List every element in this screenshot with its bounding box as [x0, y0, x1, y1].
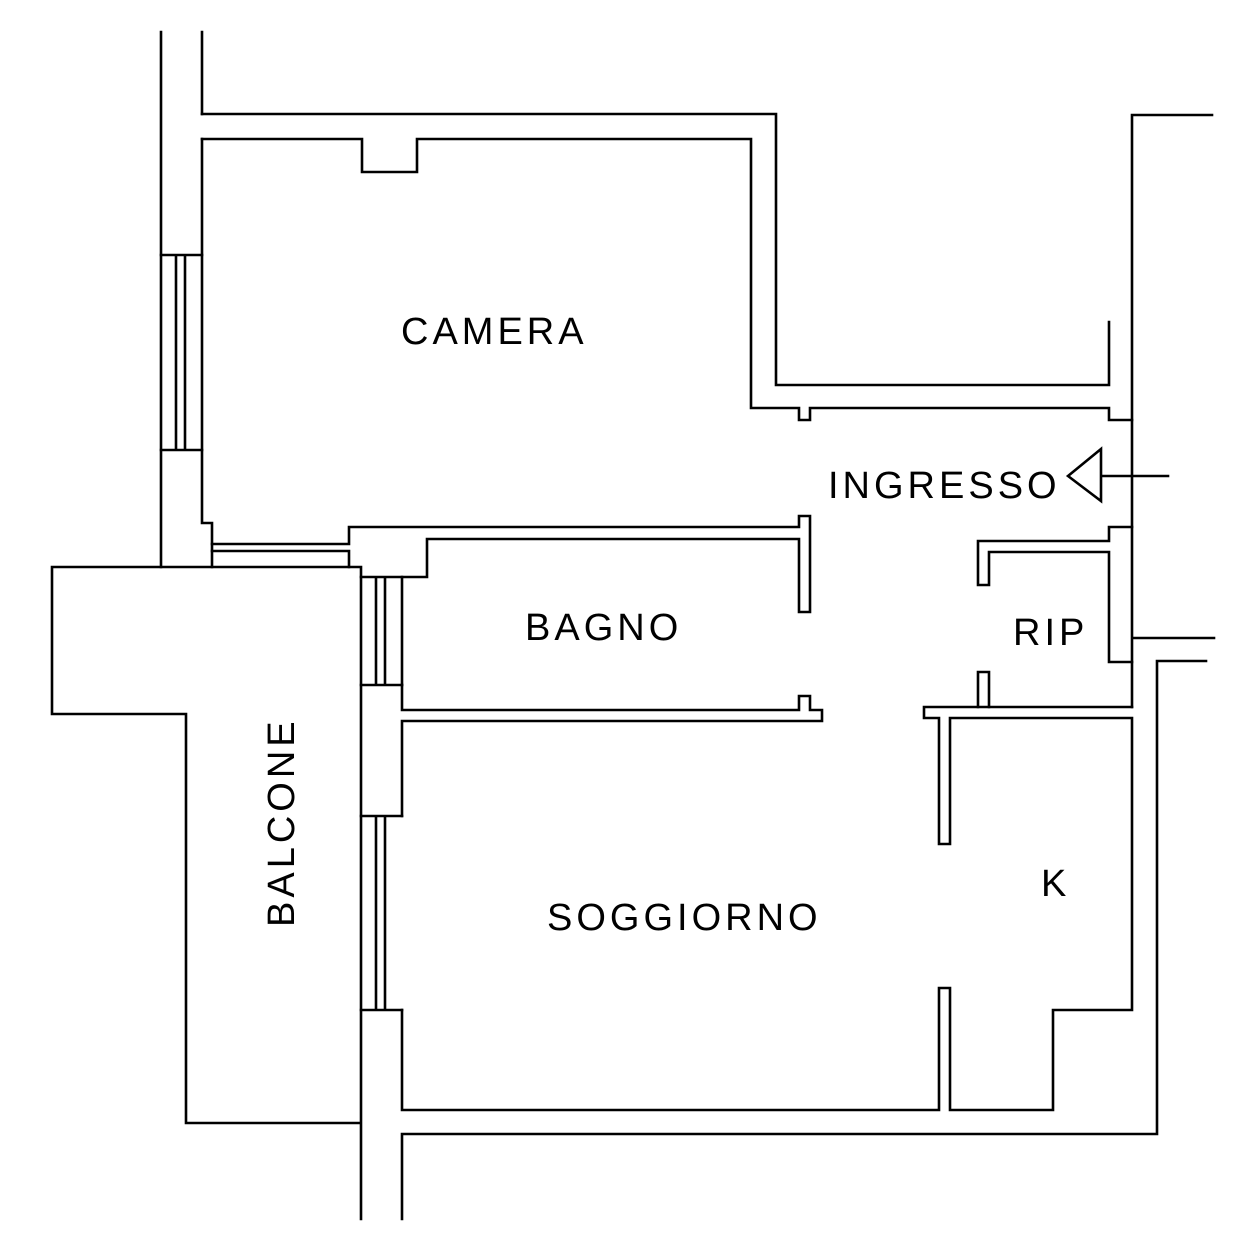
entrance-arrow-icon: [1065, 446, 1170, 504]
room-label-soggiorno: SOGGIORNO: [547, 897, 822, 939]
room-label-cucina: K: [1041, 863, 1070, 905]
balcone-outline: [50, 565, 363, 1221]
camera-walls: [200, 112, 1134, 422]
bath-bottom-wall: [400, 683, 824, 818]
room-label-camera: CAMERA: [401, 311, 588, 353]
ripostiglio-walls: [976, 525, 1134, 709]
soggiorno-walls: [400, 705, 1134, 1112]
bagno-window: [359, 575, 404, 687]
room-label-bagno: BAGNO: [525, 607, 682, 649]
walls: [50, 30, 1216, 1221]
room-label-balcone: BALCONE: [261, 717, 303, 927]
left-exterior-wall: [159, 30, 214, 569]
soggiorno-window: [359, 814, 404, 1012]
room-label-ingresso: INGRESSO: [828, 465, 1061, 507]
room-label-rip: RIP: [1013, 612, 1088, 654]
camera-window: [159, 253, 204, 452]
entrance-marker: [1065, 446, 1170, 504]
room-labels: CAMERA INGRESSO BAGNO RIP BALCONE SOGGIO…: [261, 311, 1088, 939]
bath-top-wall: [210, 514, 812, 687]
right-exterior-wall: [400, 113, 1216, 1221]
